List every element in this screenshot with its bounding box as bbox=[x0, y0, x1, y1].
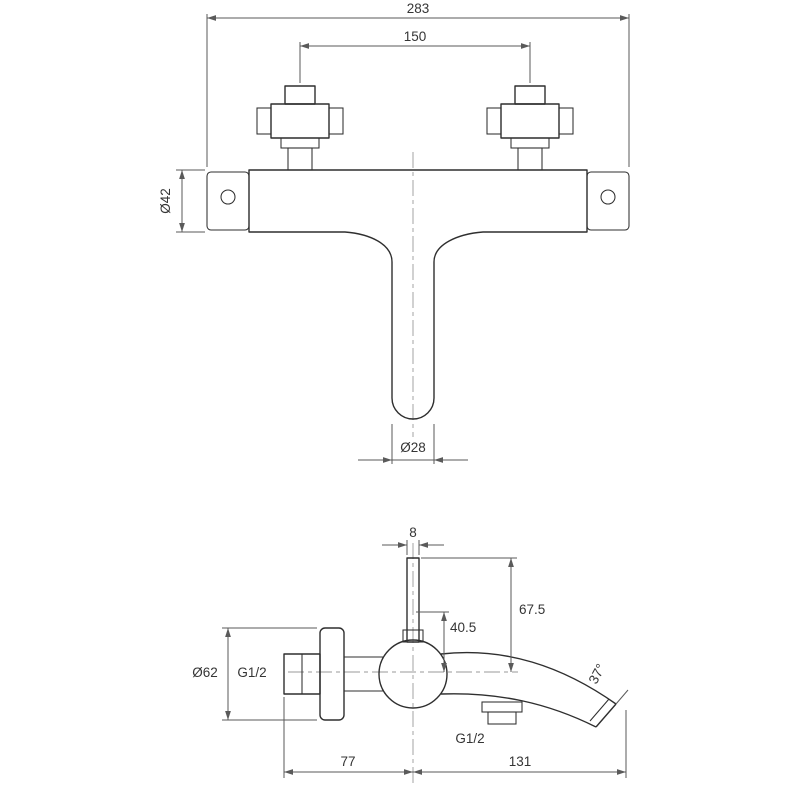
mount-plate-right bbox=[586, 171, 630, 231]
spout-bottom-edge bbox=[440, 693, 597, 728]
valve-body bbox=[378, 639, 448, 709]
wall-plate bbox=[319, 627, 345, 721]
front-view: 283 150 Ø42 Ø28 bbox=[157, 0, 630, 464]
inlet-thread-label: G1/2 bbox=[237, 665, 266, 680]
mount-plate-left bbox=[206, 171, 250, 231]
handle-left-cap bbox=[284, 85, 316, 105]
outlet-thread-body bbox=[487, 711, 517, 725]
dim-height-lower-label: 40.5 bbox=[450, 620, 476, 635]
handle-right-flange-a bbox=[486, 107, 502, 135]
riser-collar bbox=[402, 629, 424, 643]
outlet-flange bbox=[481, 701, 523, 713]
dim-spout-angle-label: 37° bbox=[586, 661, 609, 686]
spout-end-inner-face bbox=[589, 698, 610, 722]
handle-left-neck-lower bbox=[287, 147, 313, 171]
handle-right-flange-b bbox=[558, 107, 574, 135]
handle-left bbox=[256, 85, 344, 171]
dim-handle-spacing-label: 150 bbox=[404, 29, 427, 44]
side-view: 8 67.5 40.5 Ø62 G1/2 G1/2 37° bbox=[191, 524, 629, 783]
dim-wall-to-axis-label: 77 bbox=[340, 754, 355, 769]
handle-right-cap bbox=[514, 85, 546, 105]
dim-spout-diameter-label: Ø28 bbox=[400, 440, 426, 455]
dim-height-upper: 67.5 bbox=[421, 557, 547, 672]
screw-hole-right bbox=[600, 189, 616, 205]
handle-left-neck-upper bbox=[280, 137, 320, 149]
handle-right-knob bbox=[500, 103, 560, 139]
dim-horizontal-bottom: 77 131 bbox=[283, 697, 627, 778]
dim-overall-width: 283 bbox=[206, 0, 630, 167]
handle-right bbox=[486, 85, 574, 171]
outlet-thread-label: G1/2 bbox=[455, 731, 484, 746]
dim-plate-diameter: Ø62 bbox=[191, 627, 317, 721]
dim-spout-diameter: Ø28 bbox=[358, 424, 468, 464]
handle-left-knob bbox=[270, 103, 330, 139]
dim-riser-width: 8 bbox=[382, 524, 444, 555]
dim-riser-width-label: 8 bbox=[409, 525, 417, 540]
dim-axis-to-tip-label: 131 bbox=[509, 754, 532, 769]
spout-end-face bbox=[595, 703, 617, 728]
dim-height-lower: 40.5 bbox=[416, 611, 478, 672]
dim-body-diameter: Ø42 bbox=[157, 169, 205, 233]
mixer-body-and-spout bbox=[248, 169, 588, 420]
spout-top-edge bbox=[440, 651, 617, 705]
handle-left-flange-b bbox=[328, 107, 344, 135]
dim-overall-width-label: 283 bbox=[407, 1, 430, 16]
handle-right-neck-lower bbox=[517, 147, 543, 171]
handle-right-neck-upper bbox=[510, 137, 550, 149]
dim-plate-diameter-label: Ø62 bbox=[192, 665, 218, 680]
screw-hole-left bbox=[220, 189, 236, 205]
handle-left-flange-a bbox=[256, 107, 272, 135]
dim-handle-spacing: 150 bbox=[299, 28, 531, 83]
dim-height-upper-label: 67.5 bbox=[519, 602, 545, 617]
dim-body-diameter-label: Ø42 bbox=[158, 188, 173, 214]
